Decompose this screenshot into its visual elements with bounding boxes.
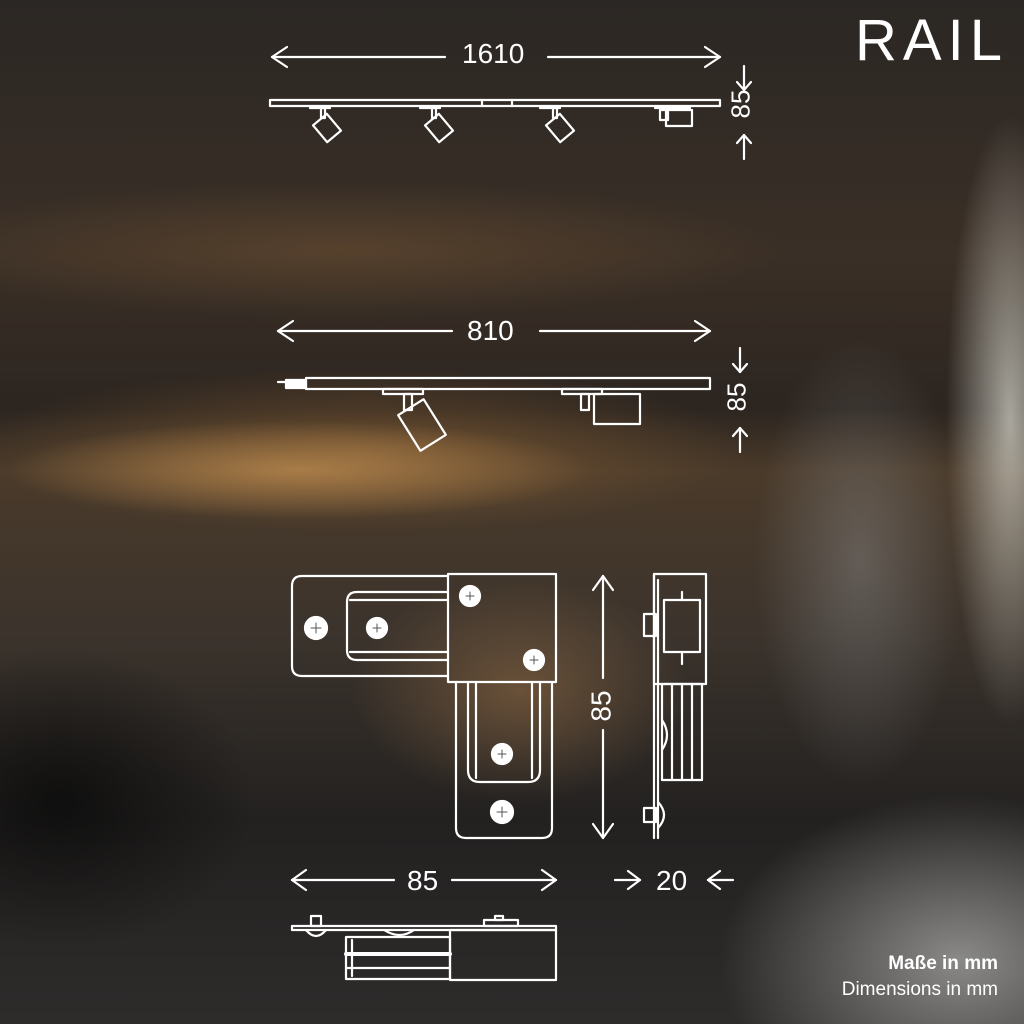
connector-width-arrow (290, 868, 558, 892)
rail-short-height-arrows (731, 346, 749, 454)
corner-connector-front-view (290, 914, 558, 982)
connector-width-label: 85 (407, 865, 439, 896)
corner-connector-side-view (642, 572, 708, 840)
rail-short-length-label: 810 (467, 315, 514, 346)
brand-logo: RAIL (855, 8, 1008, 73)
rail-long-length-label: 1610 (462, 38, 525, 69)
units-note: Maße in mm Dimensions in mm (842, 951, 998, 1003)
connector-depth-arrows (613, 869, 735, 891)
connector-height-arrow (591, 574, 615, 840)
rail-short-drawing (276, 376, 712, 452)
rail-long-height-arrows (735, 64, 753, 161)
rail-long-dimension-arrow (270, 45, 722, 69)
screw-cross-marks (310, 591, 539, 818)
units-note-english: Dimensions in mm (841, 979, 998, 1000)
rail-short-dimension-arrow (276, 319, 712, 343)
corner-connector-top-view (290, 572, 558, 840)
units-note-german: Maße in mm (888, 953, 998, 974)
connector-depth-label: 20 (656, 865, 688, 896)
rail-long-drawing (268, 98, 722, 144)
